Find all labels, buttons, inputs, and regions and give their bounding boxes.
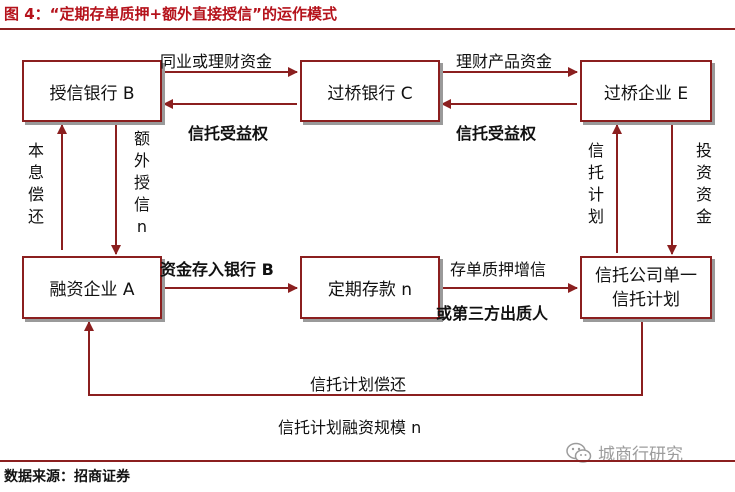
figure-title-bar: 图 4：“定期存单质押+额外直接授信”的运作模式 — [0, 0, 735, 27]
source-note: 数据来源：招商证券 — [4, 469, 130, 485]
label-extra-credit: 额外授信n — [133, 129, 150, 236]
label-trust-plan-vertical: 信托计划 — [587, 141, 604, 226]
box-bank-b: 授信银行 B — [22, 60, 162, 122]
label-pledge-line2: 或第三方出质人 — [436, 304, 549, 323]
figure-title: 图 4：“定期存单质押+额外直接授信”的运作模式 — [4, 5, 337, 23]
label-trust-repay: 信托计划偿还 — [310, 375, 407, 394]
label-c-to-e: 理财产品资金 — [456, 52, 553, 71]
label-trust-finance-scale: 信托计划融资规模 n — [278, 418, 422, 437]
box-enterprise-a: 融资企业 A — [22, 256, 162, 319]
wechat-icon — [566, 442, 592, 463]
box-bank-c: 过桥银行 C — [300, 60, 440, 122]
box-enterprise-e: 过桥企业 E — [580, 60, 712, 122]
footer-rule — [0, 460, 735, 462]
arrow-trust-repay — [84, 321, 643, 396]
label-repay-vertical: 本息偿还 — [27, 141, 44, 226]
label-deposit-into-b: 资金存入银行 B — [160, 260, 274, 279]
label-c-to-b: 信托受益权 — [188, 124, 269, 143]
label-pledge-line1: 存单质押增信 — [450, 260, 547, 279]
title-rule — [0, 28, 735, 30]
box-deposit: 定期存款 n — [300, 256, 440, 319]
label-invest-funds: 投资资金 — [695, 141, 712, 226]
box-trust-plan: 信托公司单一信托计划 — [580, 256, 712, 319]
label-e-to-c: 信托受益权 — [456, 124, 537, 143]
label-b-to-c: 同业或理财资金 — [160, 52, 273, 71]
